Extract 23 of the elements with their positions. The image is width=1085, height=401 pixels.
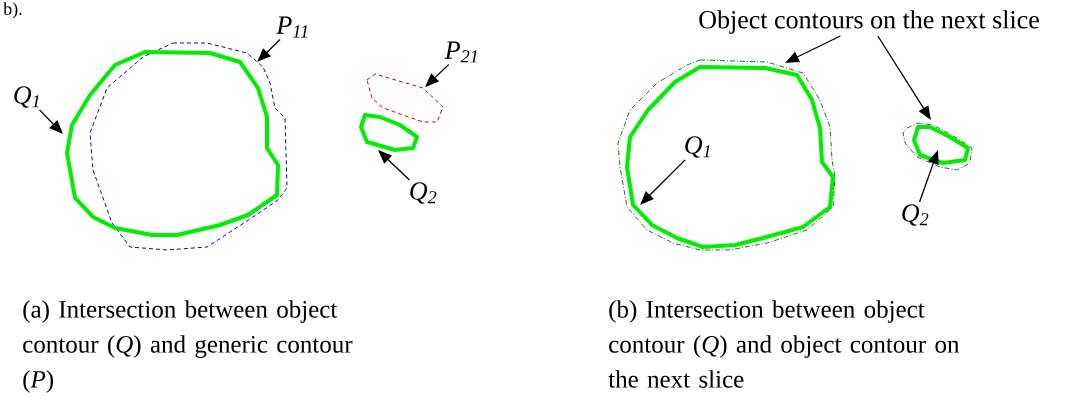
leader-arrow	[38, 109, 63, 134]
callout-label: Q$_{2}$	[902, 204, 929, 226]
callout-label: Q$_{1}$	[14, 86, 39, 108]
contour-outline	[912, 125, 970, 165]
leader-arrow	[877, 35, 931, 120]
leader-arrow	[785, 35, 841, 63]
contour-outline	[366, 73, 444, 123]
panel-label: b).	[3, 2, 22, 19]
leader-arrow	[425, 63, 450, 87]
leader-arrow	[378, 150, 411, 181]
figure-caption: (b) Intersection between object contour (Q) and object contour on the next slice	[608, 300, 960, 388]
figure-caption: (a) Intersection between object contour (Q) and generic contour (P)	[23, 300, 353, 393]
leader-arrow	[640, 159, 686, 205]
contour-outline	[359, 113, 419, 152]
contour-outline	[89, 42, 288, 251]
callout-label: Q$_{1}$	[685, 136, 710, 158]
callout-label: P$_{11}$	[276, 16, 308, 38]
callout-text: Object contours on the next slice	[699, 10, 1039, 34]
callout-label: P$_{21}$	[444, 41, 477, 63]
contour-outline	[65, 50, 280, 237]
leader-arrow	[257, 38, 281, 62]
contour-outline	[902, 122, 973, 171]
callout-label: Q$_{2}$	[410, 182, 437, 204]
